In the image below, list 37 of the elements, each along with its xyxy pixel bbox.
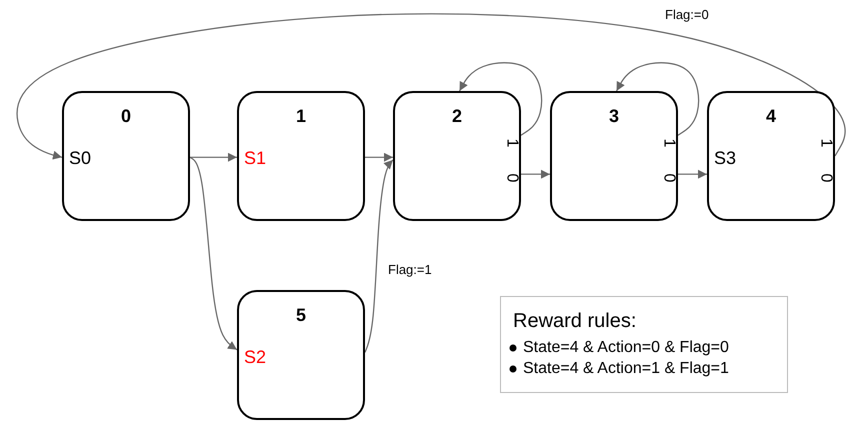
arrow	[16, 13, 846, 160]
port-label: 1	[660, 138, 676, 148]
state-number: 5	[294, 306, 307, 324]
state-number: 0	[120, 107, 132, 125]
state-number: 2	[450, 107, 463, 125]
port-label: 1	[817, 138, 834, 148]
edge-label: Flag:=1	[386, 263, 434, 276]
edge-label: Flag:=0	[663, 8, 711, 21]
state-number: 1	[294, 107, 307, 125]
state-box	[237, 290, 365, 420]
arrow	[678, 170, 707, 179]
state-label: S0	[69, 149, 92, 167]
state-label: S1	[244, 149, 266, 167]
state-number: 4	[764, 107, 777, 125]
arrow	[190, 152, 237, 162]
arrow	[459, 62, 542, 136]
state-box	[393, 91, 521, 221]
port-label: 0	[503, 174, 520, 182]
state-box	[62, 91, 190, 221]
arrow	[364, 159, 394, 353]
port-label: 0	[660, 174, 676, 182]
rule-text: State=4 & Action=0 & Flag=0	[523, 338, 729, 358]
arrow	[521, 170, 550, 179]
legend-heading: Reward rules:	[513, 311, 636, 331]
arrow	[616, 62, 700, 136]
state-box	[237, 91, 365, 221]
rule-text: State=4 & Action=1 & Flag=1	[523, 359, 729, 379]
port-label: 0	[817, 174, 834, 182]
state-box	[550, 91, 678, 221]
state-number: 3	[608, 107, 620, 125]
port-label: 1	[503, 138, 520, 148]
rules-panel	[500, 296, 788, 393]
arrow	[365, 152, 393, 162]
state-label: S3	[714, 149, 736, 167]
state-label: S2	[244, 348, 266, 366]
arrow	[190, 156, 238, 350]
state-box	[707, 91, 835, 221]
